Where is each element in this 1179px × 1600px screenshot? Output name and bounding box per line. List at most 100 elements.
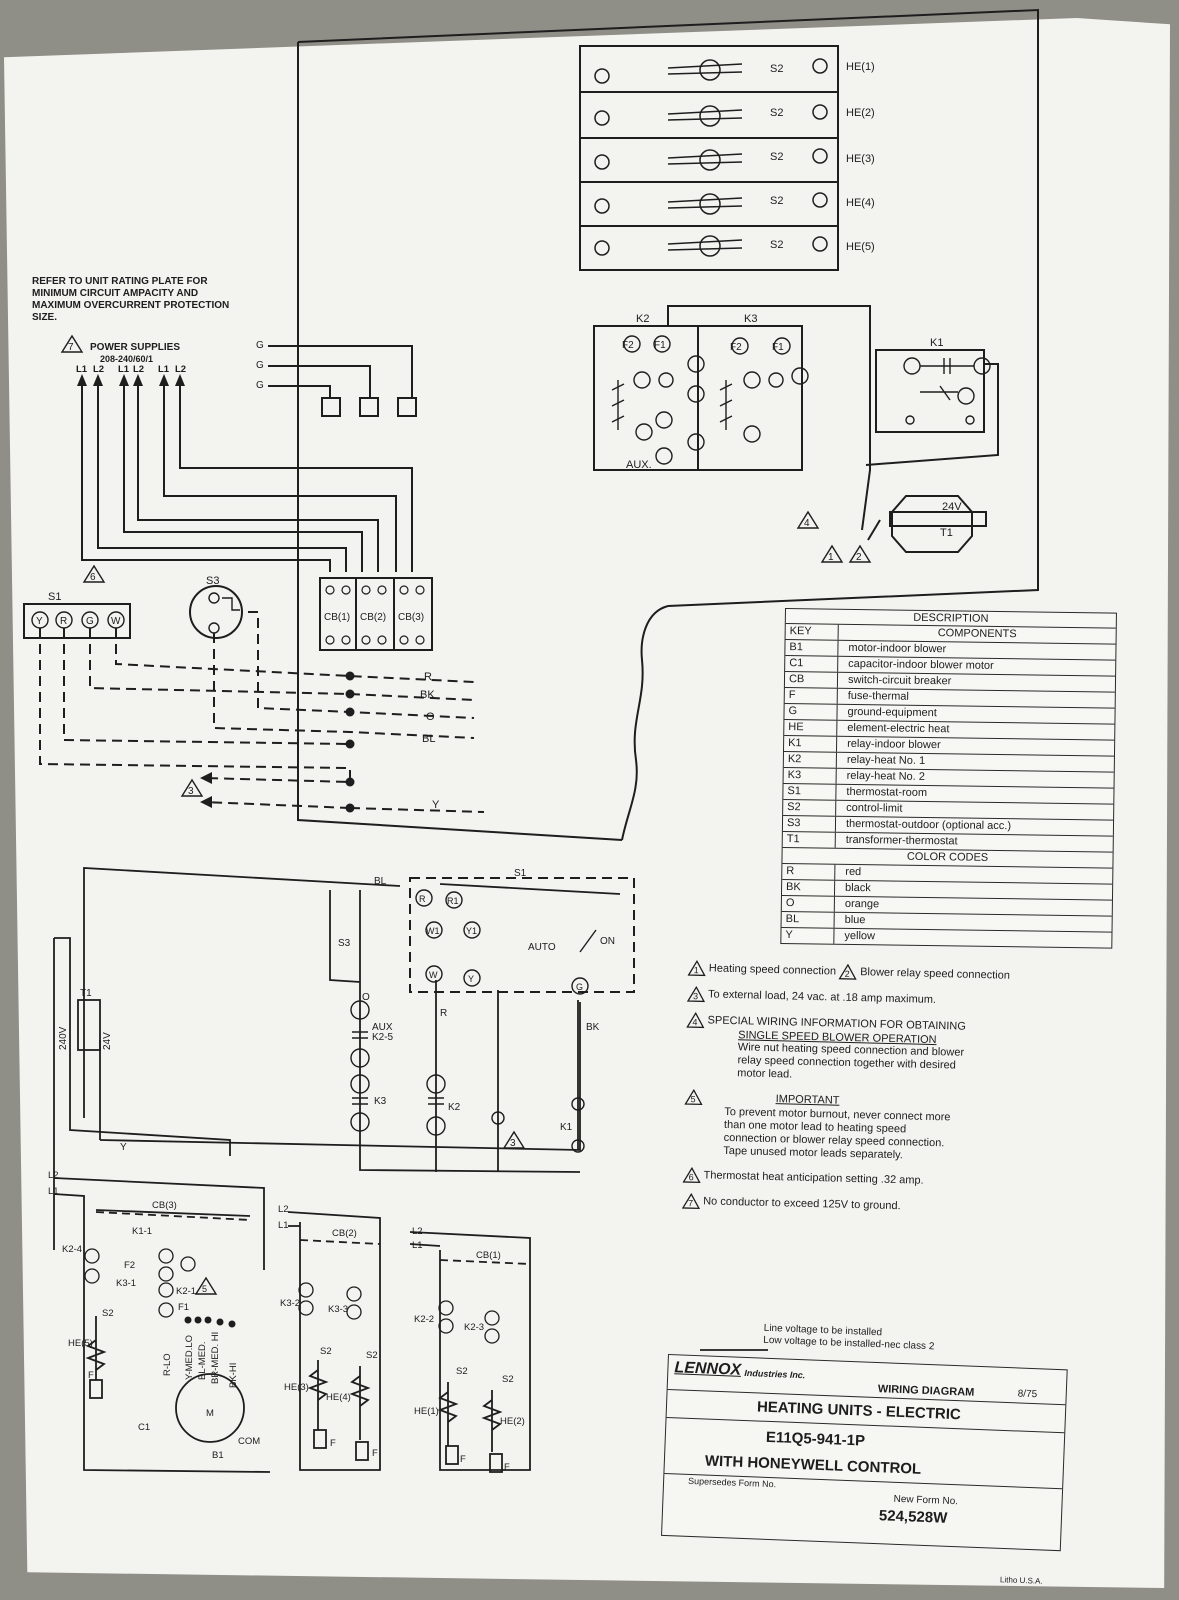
motor-m: M (206, 1408, 214, 1419)
pc1-s2: S2 (102, 1308, 114, 1319)
thermostat-terminal-w: W (111, 616, 121, 627)
motor-lead-br-med-hi: BR-MED. HI (210, 1332, 221, 1384)
svg-text:7: 7 (688, 1198, 693, 1208)
color-key: R (782, 863, 836, 880)
svg-text:6: 6 (689, 1172, 694, 1182)
schematic-r-wire: R (440, 1008, 447, 1019)
schematic-k2: K2 (448, 1102, 461, 1113)
wire-color-bk: BK (420, 689, 435, 701)
breaker-cb2-label: CB(2) (360, 612, 386, 623)
wiring-notes: 1 Heating speed connection 2 Blower rela… (681, 960, 1108, 1229)
aux-label: AUX. (626, 459, 652, 471)
legend-key-header: KEY (785, 624, 839, 640)
pc1-f2: F2 (124, 1260, 135, 1271)
pc3-l1: L1 (412, 1240, 423, 1251)
pc2-f-b: F (372, 1448, 378, 1459)
note-6: 6 Thermostat heat anticipation setting .… (682, 1166, 1103, 1193)
note-4-body: Wire nut heating speed connection and bl… (737, 1041, 965, 1081)
motor-b1: B1 (212, 1450, 224, 1461)
thermostat-s1-label: S1 (48, 591, 61, 603)
schematic-bl: BL (374, 876, 387, 887)
svg-text:3: 3 (693, 991, 698, 1001)
schematic-s1: S1 (514, 868, 527, 879)
schematic-k3: K3 (374, 1096, 387, 1107)
pc2-l1: L1 (278, 1220, 289, 1231)
pc2-l2: L2 (278, 1204, 289, 1215)
he2-label: HE(2) (846, 107, 875, 119)
motor-lead-y-med-lo: Y-MED.LO (184, 1335, 195, 1380)
legend-key: HE (784, 720, 838, 736)
schematic-24v: 24V (102, 1032, 113, 1050)
warning-triangle-icon: 2 (838, 963, 858, 980)
pc3-k23: K2-3 (464, 1322, 484, 1333)
legend-key: K1 (784, 736, 838, 752)
legend-key: K2 (783, 751, 837, 768)
supply-terminal-l2-c: L2 (175, 364, 187, 375)
rating-note: REFER TO UNIT RATING PLATE FOR MINIMUM C… (32, 276, 230, 323)
pc3-k22: K2-2 (414, 1314, 434, 1325)
legend-key: C1 (785, 656, 839, 672)
schematic-r: R (419, 894, 426, 904)
schematic-t1: T1 (80, 988, 92, 999)
pc1-l1: L1 (48, 1186, 59, 1197)
schematic-o: O (362, 992, 370, 1003)
breaker-cb1-label: CB(1) (324, 612, 350, 623)
power-supplies-label: POWER SUPPLIES (90, 342, 181, 353)
supply-terminal-l2-b: L2 (133, 364, 145, 375)
legend-key: S2 (783, 799, 837, 816)
pc1-k21: K2-1 (176, 1286, 196, 1297)
warning-triangle-icon: 6 (682, 1166, 701, 1184)
doc-type: WIRING DIAGRAM (877, 1383, 975, 1399)
note-5: 5 IMPORTANT To prevent motor burnout, ne… (683, 1088, 1105, 1167)
wire-color-y: Y (432, 799, 440, 811)
pc3-f-a: F (460, 1454, 466, 1465)
power-marker-7: 7 (68, 342, 74, 353)
he3-label: HE(3) (846, 153, 875, 165)
legend-key: F (784, 688, 838, 704)
relay-k3-label: K3 (744, 313, 757, 325)
warning-triangle-icon: 3 (686, 985, 706, 1003)
color-key: O (781, 895, 835, 912)
schematic-g: G (576, 982, 583, 992)
motor-lead-bk-hi: BK-HI (228, 1363, 239, 1388)
k3-fuse-f1: F1 (772, 342, 784, 353)
pc1-f1: F1 (178, 1302, 189, 1313)
title-block: LENNOX Industries Inc. WIRING DIAGRAM 8/… (661, 1354, 1068, 1552)
pc2-k33: K3-3 (328, 1304, 348, 1315)
outdoor-thermostat-label: S3 (206, 575, 219, 587)
ground-g3: G (256, 380, 264, 391)
supply-terminal-l1-b: L1 (118, 364, 130, 375)
pc2-he3: HE(3) (284, 1382, 309, 1393)
supersedes-label: Supersedes Form No. (687, 1475, 777, 1490)
he1-label: HE(1) (846, 61, 875, 73)
pc2-s2b: S2 (366, 1350, 378, 1361)
thermostat-terminal-y: Y (36, 616, 43, 627)
note-1-text: Heating speed connection (708, 962, 837, 978)
pc3-he2: HE(2) (500, 1416, 525, 1427)
marker-2: 2 (856, 552, 862, 563)
he1-limit-label: S2 (770, 63, 783, 75)
he2-limit-label: S2 (770, 107, 783, 119)
schematic-aux: AUX (372, 1022, 393, 1033)
schematic-w: W (429, 970, 438, 980)
note-1-2: 1 Heating speed connection 2 Blower rela… (687, 960, 1108, 986)
thermostat-terminal-r: R (60, 616, 67, 627)
motor-lead-bl-med: BL-MED. (197, 1341, 208, 1380)
note-7: 7 No conductor to exceed 125V to ground. (681, 1192, 1102, 1219)
marker-1: 1 (828, 552, 834, 563)
pc3-he1: HE(1) (414, 1406, 439, 1417)
k2-fuse-f2: F2 (622, 340, 634, 351)
note-7-text: No conductor to exceed 125V to ground. (703, 1195, 901, 1213)
new-form-label: New Form No. (893, 1493, 959, 1508)
he3-limit-label: S2 (770, 151, 783, 163)
warning-triangle-icon: 1 (687, 960, 706, 977)
schematic-k25: K2-5 (372, 1032, 394, 1043)
note-2-text: Blower relay speed connection (860, 966, 1011, 982)
legend-key: S1 (783, 783, 837, 800)
schematic-auto: AUTO (528, 942, 556, 953)
legend-key: CB (784, 672, 839, 688)
he5-label: HE(5) (846, 241, 875, 253)
color-key: Y (781, 927, 835, 944)
